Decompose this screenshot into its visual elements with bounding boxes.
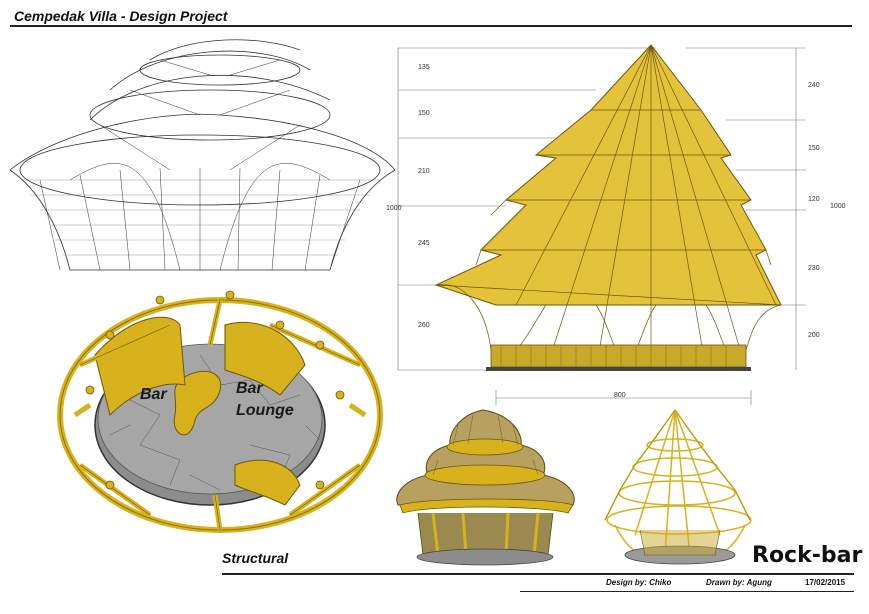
design-by: Design by: Chiko — [606, 578, 672, 587]
dim-left-1: 135 — [418, 64, 430, 71]
document-title: Cempedak Villa - Design Project — [14, 8, 228, 24]
dim-left-3: 210 — [418, 168, 430, 175]
dim-left-5: 245 — [418, 240, 430, 247]
dim-left-4: 1000 — [386, 205, 402, 212]
structural-label: Structural — [222, 550, 289, 566]
elevation-drawing — [397, 44, 806, 405]
drawing-date: 17/02/2015 — [805, 578, 846, 587]
project-name: Rock-bar — [752, 543, 863, 568]
footer-rule-bottom — [520, 591, 854, 592]
dim-right-5: 230 — [808, 265, 820, 272]
dim-left-6: 260 — [418, 322, 430, 329]
dim-right-4: 1000 — [830, 203, 846, 210]
sketch-drawing — [9, 39, 396, 271]
plan-label-bar: Bar — [140, 386, 167, 403]
plan-perspective — [57, 290, 383, 533]
drawn-by: Drawn by: Agung — [706, 578, 772, 587]
render-view-1 — [396, 409, 575, 566]
dim-right-1: 240 — [808, 82, 820, 89]
plan-label-lounge-2: Lounge — [236, 402, 294, 419]
plan-label-lounge-1: Bar — [236, 380, 263, 397]
dim-left-2: 150 — [418, 110, 430, 117]
dim-right-3: 120 — [808, 196, 820, 203]
render-view-2 — [604, 409, 752, 565]
header-rule — [10, 25, 852, 27]
dim-right-2: 150 — [808, 145, 820, 152]
footer-rule — [222, 573, 854, 575]
dim-right-6: 200 — [808, 332, 820, 339]
dim-bottom: 800 — [614, 392, 626, 399]
